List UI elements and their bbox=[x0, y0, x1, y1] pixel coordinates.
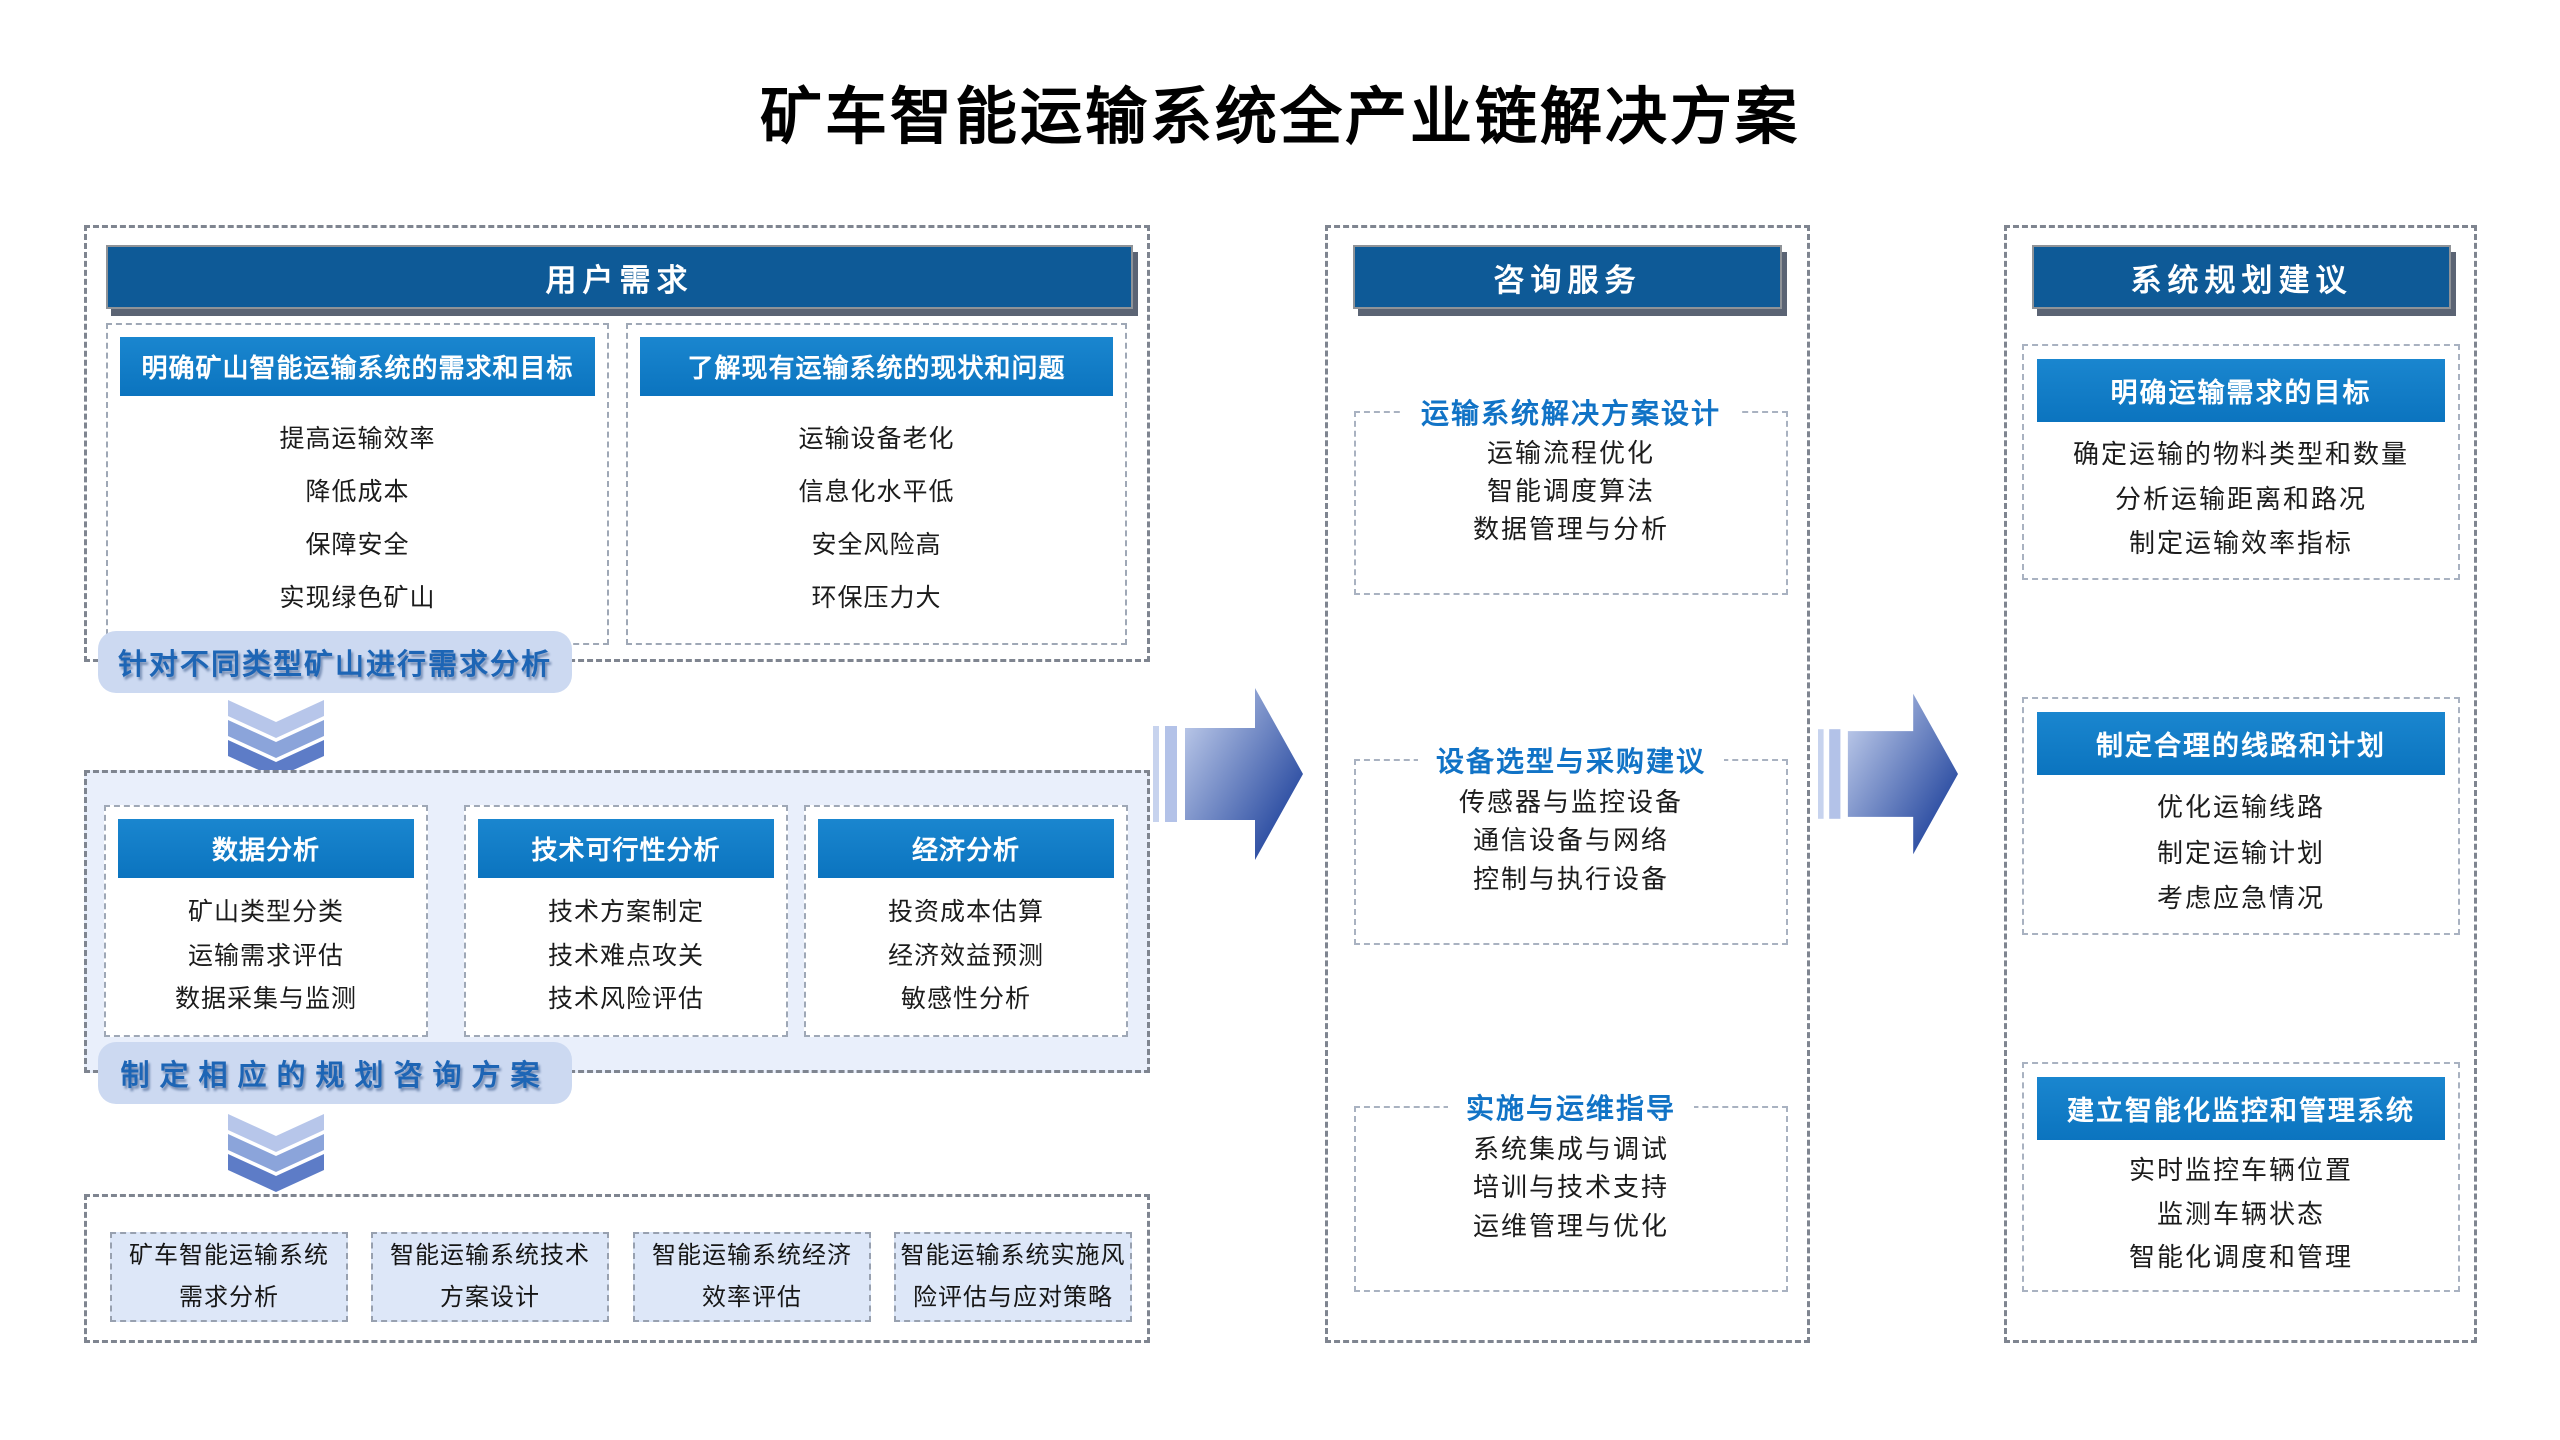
list-item: 技术难点攻关 bbox=[547, 941, 704, 970]
list-item: 智能调度算法 bbox=[1486, 476, 1655, 506]
user-needs-header: 用户需求 bbox=[106, 245, 1133, 309]
list-item: 监测车辆状态 bbox=[2156, 1198, 2325, 1229]
list-item: 制定运输效率指标 bbox=[2128, 528, 2353, 559]
solution-design-group: 运输系统解决方案设计 运输流程优化 智能调度算法 数据管理与分析 bbox=[1354, 392, 1788, 595]
list-item: 敏感性分析 bbox=[900, 985, 1031, 1014]
list-item: 信息化水平低 bbox=[798, 478, 955, 506]
data-analysis-title: 数据分析 bbox=[118, 819, 414, 878]
current-status-box: 了解现有运输系统的现状和问题 运输设备老化 信息化水平低 安全风险高 环保压力大 bbox=[626, 323, 1127, 645]
planning-proposal-pill: 制定相应的规划咨询方案 bbox=[98, 1042, 572, 1104]
list-item: 实现绿色矿山 bbox=[279, 584, 436, 612]
implementation-ops-title: 实施与运维指导 bbox=[1465, 1093, 1676, 1124]
transport-goals-list: 确定运输的物料类型和数量 分析运输距离和路况 制定运输效率指标 bbox=[2024, 422, 2458, 578]
consulting-header: 咨询服务 bbox=[1353, 245, 1782, 309]
smart-monitoring-list: 实时监控车辆位置 监测车辆状态 智能化调度和管理 bbox=[2024, 1140, 2458, 1290]
implementation-ops-group: 实施与运维指导 系统集成与调试 培训与技术支持 运维管理与优化 bbox=[1354, 1087, 1788, 1292]
needs-goals-box: 明确矿山智能运输系统的需求和目标 提高运输效率 降低成本 保障安全 实现绿色矿山 bbox=[106, 323, 609, 645]
tech-feasibility-box: 技术可行性分析 技术方案制定 技术难点攻关 技术风险评估 bbox=[464, 805, 788, 1037]
needs-goals-box-title: 明确矿山智能运输系统的需求和目标 bbox=[120, 337, 595, 396]
deliverable-box: 矿车智能运输系统 需求分析 bbox=[110, 1232, 348, 1322]
list-item: 培训与技术支持 bbox=[1472, 1172, 1669, 1202]
data-analysis-list: 矿山类型分类 运输需求评估 数据采集与监测 bbox=[106, 878, 426, 1035]
tech-feasibility-title: 技术可行性分析 bbox=[478, 819, 774, 878]
solution-design-list: 运输流程优化 智能调度算法 数据管理与分析 bbox=[1356, 432, 1786, 559]
list-item: 优化运输线路 bbox=[2156, 792, 2325, 823]
economic-analysis-title: 经济分析 bbox=[818, 819, 1114, 878]
implementation-ops-list: 系统集成与调试 培训与技术支持 运维管理与优化 bbox=[1356, 1127, 1786, 1256]
route-plan-title: 制定合理的线路和计划 bbox=[2037, 712, 2445, 775]
arrow-right-icon bbox=[1153, 680, 1303, 873]
list-item: 经济效益预测 bbox=[887, 941, 1044, 970]
list-item: 运输设备老化 bbox=[798, 425, 955, 453]
deliverable-box: 智能运输系统实施风 险评估与应对策略 bbox=[894, 1232, 1132, 1322]
solution-design-title: 运输系统解决方案设计 bbox=[1420, 398, 1721, 429]
arrow-right-icon bbox=[1818, 680, 1958, 873]
planning-header: 系统规划建议 bbox=[2032, 245, 2451, 309]
deliverable-box: 智能运输系统技术 方案设计 bbox=[371, 1232, 609, 1322]
list-item: 保障安全 bbox=[305, 531, 410, 559]
smart-monitoring-group: 建立智能化监控和管理系统 实时监控车辆位置 监测车辆状态 智能化调度和管理 bbox=[2022, 1062, 2460, 1292]
economic-analysis-list: 投资成本估算 经济效益预测 敏感性分析 bbox=[806, 878, 1126, 1035]
list-item: 矿山类型分类 bbox=[187, 897, 344, 926]
current-status-list: 运输设备老化 信息化水平低 安全风险高 环保压力大 bbox=[628, 396, 1125, 643]
list-item: 运输流程优化 bbox=[1486, 438, 1655, 468]
data-analysis-box: 数据分析 矿山类型分类 运输需求评估 数据采集与监测 bbox=[104, 805, 428, 1037]
list-item: 控制与执行设备 bbox=[1472, 863, 1669, 894]
needs-goals-list: 提高运输效率 降低成本 保障安全 实现绿色矿山 bbox=[108, 396, 607, 643]
list-item: 数据采集与监测 bbox=[174, 985, 357, 1014]
list-item: 降低成本 bbox=[305, 478, 410, 506]
list-item: 确定运输的物料类型和数量 bbox=[2072, 438, 2409, 469]
list-item: 系统集成与调试 bbox=[1472, 1133, 1669, 1164]
list-item: 运维管理与优化 bbox=[1472, 1210, 1669, 1241]
list-item: 提高运输效率 bbox=[279, 425, 436, 453]
tech-feasibility-list: 技术方案制定 技术难点攻关 技术风险评估 bbox=[466, 878, 786, 1035]
list-item: 通信设备与网络 bbox=[1472, 825, 1669, 855]
transport-goals-title: 明确运输需求的目标 bbox=[2037, 359, 2445, 422]
chevron-down-icon bbox=[228, 1114, 324, 1197]
economic-analysis-box: 经济分析 投资成本估算 经济效益预测 敏感性分析 bbox=[804, 805, 1128, 1037]
page-title: 矿车智能运输系统全产业链解决方案 bbox=[759, 83, 1800, 152]
list-item: 分析运输距离和路况 bbox=[2114, 483, 2367, 514]
list-item: 环保压力大 bbox=[811, 584, 942, 612]
smart-monitoring-title: 建立智能化监控和管理系统 bbox=[2037, 1077, 2445, 1140]
list-item: 传感器与监控设备 bbox=[1458, 786, 1683, 817]
transport-goals-group: 明确运输需求的目标 确定运输的物料类型和数量 分析运输距离和路况 制定运输效率指… bbox=[2022, 344, 2460, 580]
list-item: 制定运输计划 bbox=[2156, 837, 2325, 868]
route-plan-list: 优化运输线路 制定运输计划 考虑应急情况 bbox=[2024, 775, 2458, 933]
list-item: 实时监控车辆位置 bbox=[2128, 1155, 2353, 1186]
list-item: 投资成本估算 bbox=[887, 897, 1044, 926]
list-item: 考虑应急情况 bbox=[2156, 882, 2325, 913]
list-item: 智能化调度和管理 bbox=[2128, 1241, 2353, 1272]
equipment-selection-list: 传感器与监控设备 通信设备与网络 控制与执行设备 bbox=[1356, 780, 1786, 909]
deliverable-box: 智能运输系统经济 效率评估 bbox=[633, 1232, 871, 1322]
list-item: 技术风险评估 bbox=[547, 985, 704, 1014]
list-item: 技术方案制定 bbox=[547, 897, 704, 926]
route-plan-group: 制定合理的线路和计划 优化运输线路 制定运输计划 考虑应急情况 bbox=[2022, 697, 2460, 935]
equipment-selection-title: 设备选型与采购建议 bbox=[1435, 746, 1706, 777]
list-item: 安全风险高 bbox=[811, 531, 942, 559]
current-status-box-title: 了解现有运输系统的现状和问题 bbox=[640, 337, 1113, 396]
equipment-selection-group: 设备选型与采购建议 传感器与监控设备 通信设备与网络 控制与执行设备 bbox=[1354, 740, 1788, 945]
list-item: 运输需求评估 bbox=[187, 941, 344, 970]
needs-analysis-pill: 针对不同类型矿山进行需求分析 bbox=[98, 631, 572, 693]
list-item: 数据管理与分析 bbox=[1472, 514, 1669, 544]
